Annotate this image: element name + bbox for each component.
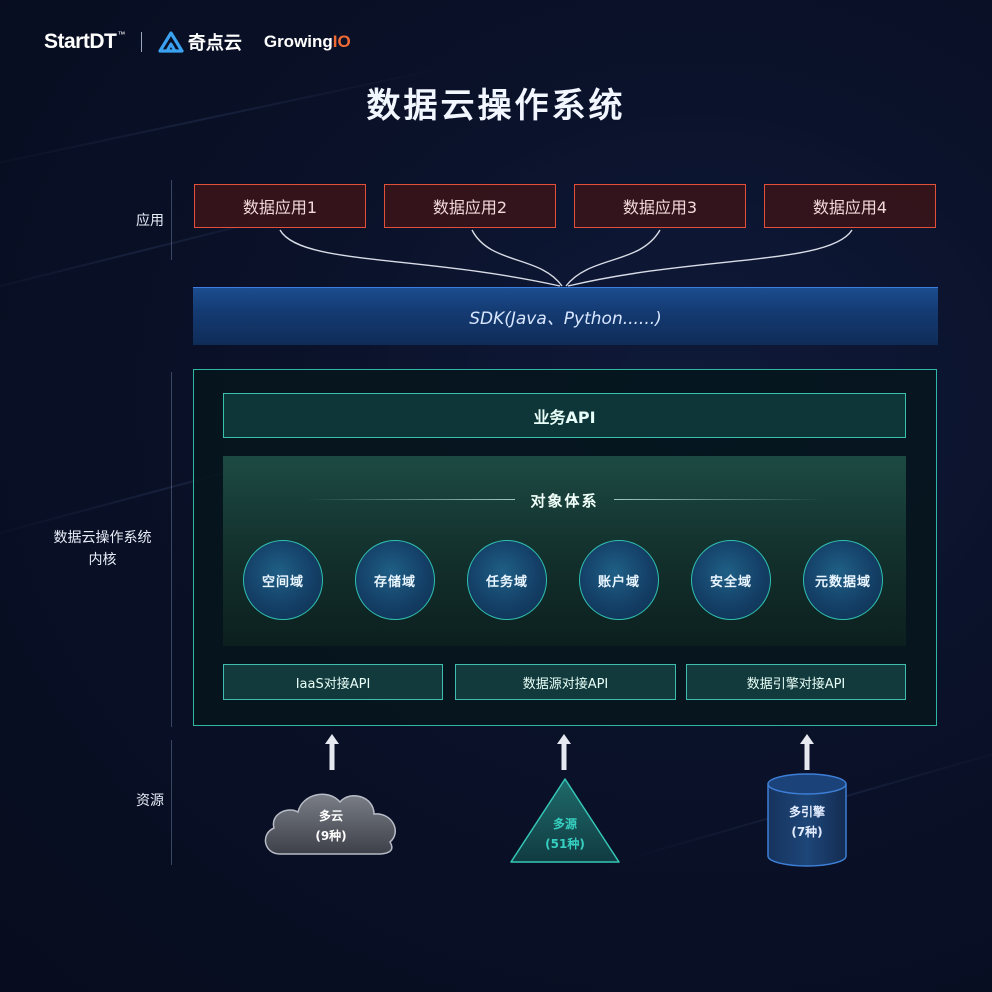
cloud-icon (264, 793, 396, 855)
domain-space: 空间域 (243, 540, 323, 620)
label-kernel: 数据云操作系统 内核 (53, 530, 152, 568)
domain-storage: 存储域 (355, 540, 435, 620)
iaas-api-box: IaaS对接API (223, 664, 443, 700)
object-title-rule-left (305, 499, 515, 500)
kernel-divider-line (171, 372, 172, 727)
triangle-icon (510, 778, 620, 863)
cloud-resource-label: 多云 (9种) (315, 809, 347, 843)
source-resource-label: 多源 (51种) (545, 817, 585, 851)
startdt-logo: StartDT™ (44, 30, 125, 53)
app-box-1: 数据应用1 (194, 184, 366, 228)
engine-resource-label: 多引擎 (7种) (788, 805, 825, 839)
up-arrow-icon (800, 734, 814, 770)
logo-bar: StartDT™ 奇点云 GrowingIO (44, 28, 351, 56)
resource-divider-line (171, 740, 172, 865)
up-arrow-icon (557, 734, 571, 770)
app-divider-line (171, 180, 172, 260)
engine-api-box: 数据引擎对接API (686, 664, 906, 700)
business-api-box: 业务API (223, 393, 906, 438)
object-system-title: 对象体系 (530, 492, 599, 510)
app-box-3: 数据应用3 (574, 184, 746, 228)
label-app: 应用 (136, 213, 164, 229)
datasource-api-box: 数据源对接API (455, 664, 676, 700)
object-title-rule-right (614, 499, 824, 500)
app-box-2: 数据应用2 (384, 184, 556, 228)
qidianyun-logo: 奇点云 (158, 29, 242, 55)
domain-metadata: 元数据域 (803, 540, 883, 620)
logo-divider (140, 32, 142, 52)
growingio-logo: GrowingIO (263, 32, 351, 51)
qidianyun-mark-icon (158, 31, 184, 53)
up-arrow-icon (325, 734, 339, 770)
domain-account: 账户域 (579, 540, 659, 620)
domain-task: 任务域 (467, 540, 547, 620)
page-title: 数据云操作系统 (366, 86, 626, 126)
app-box-4: 数据应用4 (764, 184, 936, 228)
label-resource: 资源 (136, 793, 164, 809)
database-cylinder-icon (767, 773, 847, 867)
domain-security: 安全域 (691, 540, 771, 620)
object-system-panel: 对象体系 空间域 存储域 任务域 账户域 安全域 元数据域 (223, 456, 906, 646)
sdk-bar: SDK(Java、Python......) (193, 287, 938, 345)
